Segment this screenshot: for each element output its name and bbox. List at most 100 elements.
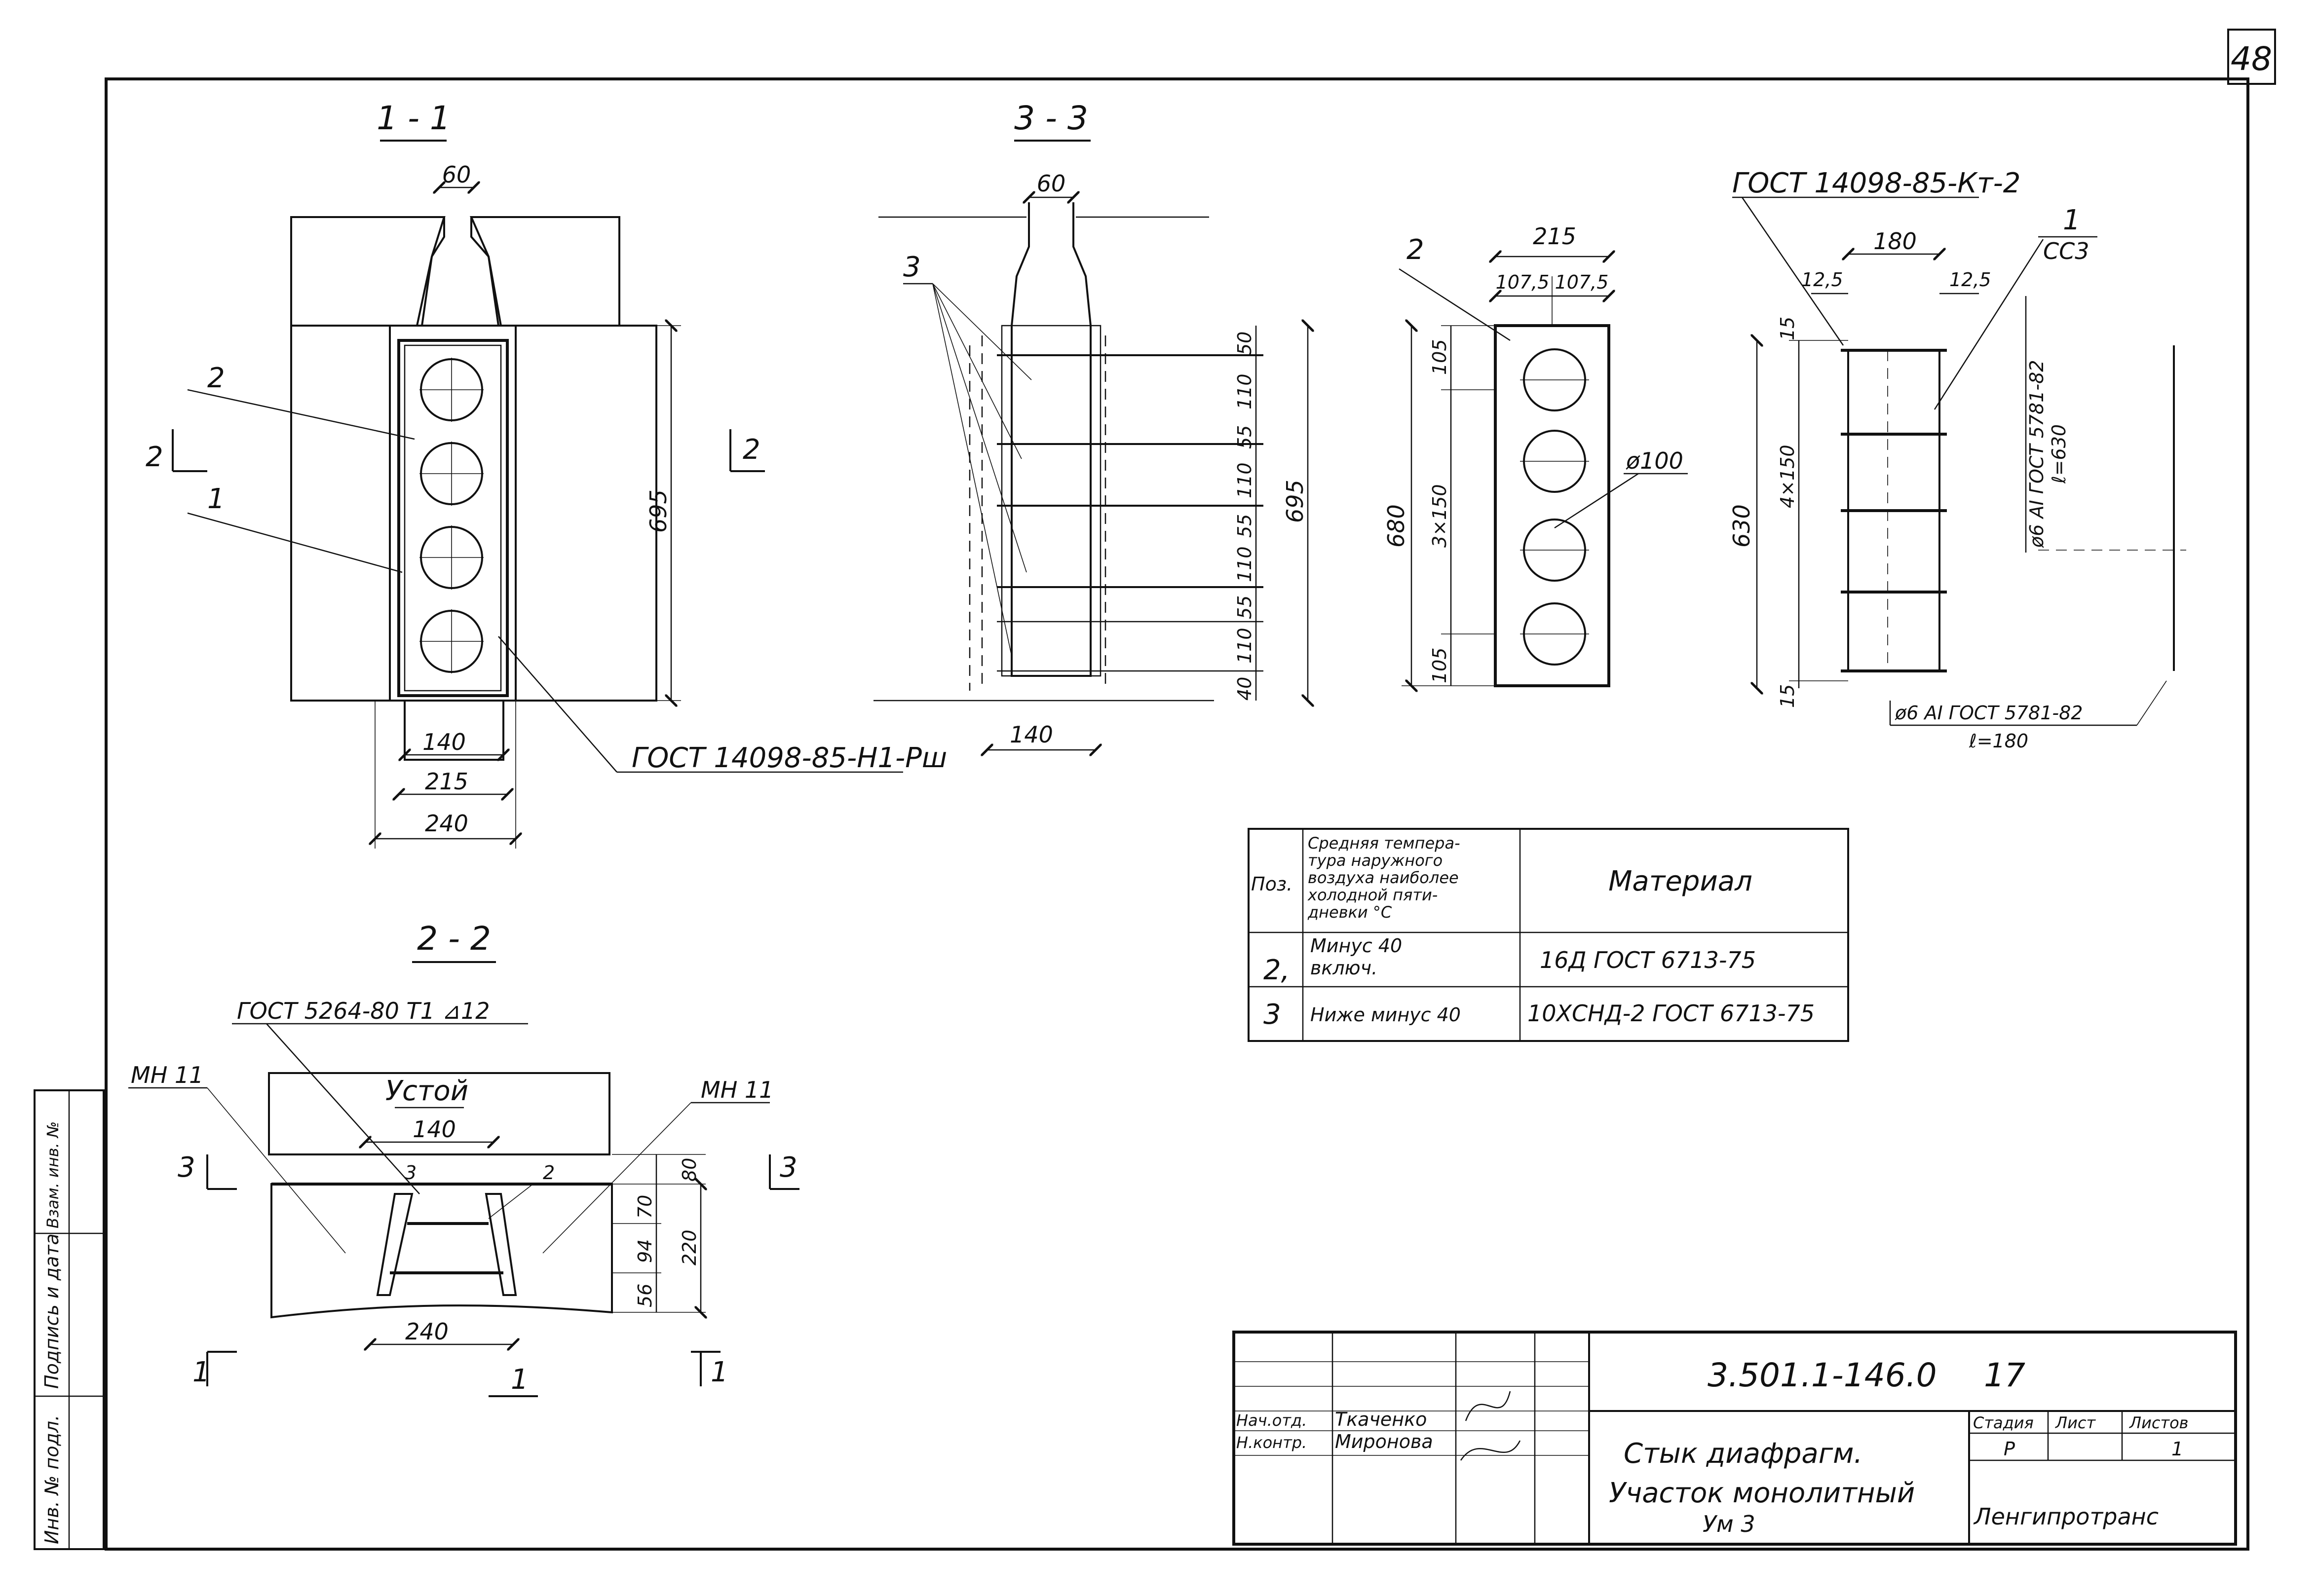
- dim-2-2-94: 94: [634, 1239, 656, 1263]
- stack-dim: 110: [1234, 373, 1255, 409]
- table-header-material: Материал: [1608, 865, 1752, 897]
- bar-horizontal-spec: ø6 АI ГОСТ 5781-82: [1895, 702, 2083, 724]
- section-3-3-title: 3 - 3: [1014, 99, 1088, 137]
- frame-dim-w: 180: [1873, 228, 1917, 255]
- row1-temp-2: включ.: [1310, 957, 1377, 979]
- bars-3-3: [997, 354, 1263, 672]
- strip-label-sign: Подпись и дата: [41, 1233, 63, 1389]
- table-header-pos: Поз.: [1251, 873, 1292, 895]
- sheet-frame: [105, 77, 2249, 1551]
- plate-dim-pitch: 3×150: [1429, 484, 1450, 548]
- table-header-temp-2: тура наружного: [1308, 851, 1443, 870]
- dim-2-2-56: 56: [634, 1284, 656, 1307]
- signature-marks: [1460, 1391, 1521, 1461]
- column-body: [389, 325, 517, 702]
- callout-2-2-3: 3: [405, 1162, 417, 1184]
- doc-code: 3.501.1-146.0: [1708, 1356, 1937, 1394]
- bar-vertical-length: ℓ=630: [2048, 424, 2070, 484]
- title-block: 3.501.1-146.0 17 Нач.отд. Н.контр. Ткаче…: [1232, 1331, 2237, 1546]
- dim-695: 695: [645, 489, 672, 533]
- table-header-temp-5: дневки °С: [1307, 903, 1392, 922]
- joint-body: [270, 1183, 613, 1319]
- top-slab-right: [469, 216, 620, 327]
- cut-mark-right: 2: [743, 434, 760, 466]
- dim-215: 215: [425, 768, 468, 795]
- callout-1: 1: [207, 483, 225, 515]
- table-header-temp-3: воздуха наиболее: [1308, 868, 1459, 887]
- callout-2-2-2: 2: [543, 1162, 555, 1184]
- table-header-temp-4: холодной пяти-: [1307, 886, 1438, 904]
- top-slab-left: [290, 216, 446, 327]
- callout-3: 3: [903, 251, 921, 283]
- section-1-1-title: 1 - 1: [377, 99, 451, 137]
- section-2-2: 2 - 2 ГОСТ 5264-80 Т1 ⊿12 Устой 140 3 2 …: [128, 920, 799, 1397]
- cut-mark-1-left: 1: [192, 1356, 210, 1388]
- plate-holes: [1520, 348, 1589, 666]
- dim-2-2-bottom: 240: [405, 1318, 449, 1345]
- row2-temp-1: Ниже минус 40: [1310, 1004, 1461, 1026]
- dim-60: 60: [442, 161, 471, 188]
- frame-dim-margin-left: 12,5: [1801, 269, 1843, 291]
- title-line-3: Ум 3: [1703, 1511, 1755, 1537]
- title-line-2: Участок монолитный: [1609, 1477, 1915, 1509]
- stack-dim: 55: [1234, 425, 1255, 449]
- bottom-mark-1: 1: [511, 1364, 529, 1396]
- cut-mark-3-right: 3: [780, 1151, 798, 1184]
- frame-gost-label: ГОСТ 14098-85-Кт-2: [1732, 167, 2020, 199]
- col-sheets: Листов: [2129, 1413, 2189, 1432]
- shaft-body: [1001, 325, 1102, 677]
- role-1: Нач.отд.: [1236, 1411, 1307, 1430]
- weld-gost-label: ГОСТ 5264-80 Т1 ⊿12: [237, 998, 490, 1024]
- left-binding-strip: Инв. № подл. Подпись и дата Взам. инв. №: [34, 1089, 105, 1550]
- mesh-plate-outline: [397, 339, 509, 697]
- dim-3-3-bottom: 140: [1010, 721, 1053, 748]
- strip-label-inv: Инв. № подл.: [41, 1415, 63, 1544]
- plate-callout: 2: [1406, 234, 1424, 266]
- stack-dim: 40: [1234, 677, 1255, 701]
- frame-dim-e-top: 15: [1777, 317, 1798, 340]
- table-header-temp-1: Средняя темпера-: [1308, 834, 1460, 853]
- mesh-holes: [419, 358, 484, 673]
- stack-dim: 55: [1234, 595, 1255, 619]
- mesh-gost-label: ГОСТ 14098-85-Н1-Рш: [632, 742, 947, 774]
- materials-table: Поз. Средняя темпера- тура наружного воз…: [1248, 828, 1849, 1042]
- plate-hole-dia: ø100: [1626, 447, 1683, 474]
- cut-mark-3-left: 3: [178, 1151, 195, 1184]
- org-name: Ленгипротранс: [1973, 1503, 2159, 1530]
- dim-240: 240: [425, 810, 468, 837]
- sheet-number-box: [2227, 29, 2276, 85]
- stack-dim: 55: [1234, 514, 1255, 538]
- row2-pos: 3: [1263, 999, 1281, 1031]
- dim-140: 140: [422, 729, 466, 755]
- sheet-number: 48: [2231, 40, 2272, 78]
- dim-3-3-top: 60: [1037, 170, 1066, 197]
- frame-view: ГОСТ 14098-85-Кт-2 1 СС3 180 12,5 12,5 6…: [1728, 167, 2186, 752]
- dim-2-2-70: 70: [634, 1195, 656, 1219]
- cut-mark-left: 2: [146, 441, 163, 473]
- wall-right: [515, 325, 657, 702]
- dim-2-2-80: 80: [679, 1158, 700, 1182]
- dim-2-2-220: 220: [679, 1229, 700, 1265]
- row2-material: 10ХСНД-2 ГОСТ 6713-75: [1527, 1000, 1815, 1027]
- frame-dim-e-bottom: 15: [1777, 684, 1798, 708]
- stack-dim: 50: [1234, 332, 1255, 355]
- stage-value: Р: [2004, 1438, 2015, 1460]
- plate-dim-half-left: 107,5: [1496, 271, 1550, 293]
- row1-material: 16Д ГОСТ 6713-75: [1540, 947, 1756, 973]
- strip-label-replace: Взам. инв. №: [43, 1121, 62, 1228]
- dim-2-2-top: 140: [413, 1116, 456, 1143]
- mn-left-label: МН 11: [131, 1062, 203, 1088]
- bar-vertical-spec: ø6 АI ГОСТ 5781-82: [2026, 360, 2048, 548]
- row1-temp-1: Минус 40: [1310, 935, 1402, 957]
- sheets-value: 1: [2171, 1438, 2183, 1460]
- dim-3-3-total: 695: [1282, 480, 1308, 523]
- plate-dim-w: 215: [1533, 223, 1576, 250]
- bar-horizontal-length: ℓ=180: [1969, 730, 2028, 752]
- doc-sheet-ref: 17: [1984, 1356, 2025, 1394]
- frame-callout-sub: СС3: [2043, 238, 2089, 264]
- shaft-outline: [1011, 202, 1092, 677]
- row1-pos: 2,: [1263, 954, 1290, 986]
- stack-dim: 110: [1234, 462, 1255, 498]
